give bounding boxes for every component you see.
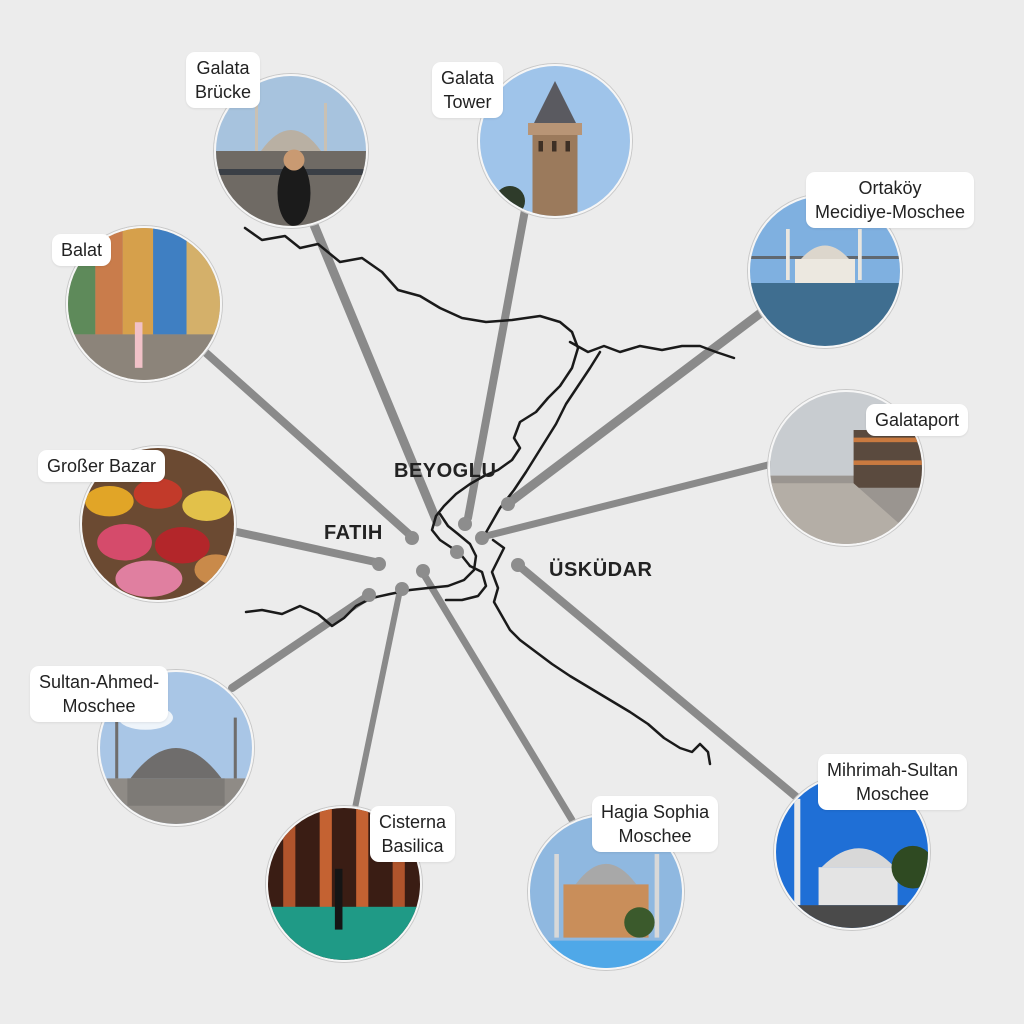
marker-ortakoey[interactable] — [501, 497, 515, 511]
district-fatih: FATIH — [324, 522, 383, 544]
label-hagia-sophia: Hagia Sophia Moschee — [592, 796, 719, 852]
connector-cisterna — [352, 587, 403, 811]
coastline-bosporus-inner — [482, 350, 602, 538]
marker-galata-bruecke[interactable] — [450, 545, 464, 559]
label-galataport: Galataport — [866, 404, 969, 436]
label-cisterna: Cisterna Basilica — [370, 806, 456, 862]
connector-galata-tower — [464, 206, 529, 522]
connector-mihrimah — [514, 561, 804, 804]
district-uskudar: ÜSKÜDAR — [549, 559, 653, 581]
label-galata-bruecke: Galata Brücke — [186, 52, 261, 108]
label-sultan-ahmed: Sultan-Ahmed- Moschee — [30, 666, 169, 722]
connector-sultan-ahmed — [228, 592, 372, 692]
coastline-bosporus-europe — [568, 340, 736, 360]
connector-galataport — [478, 460, 776, 541]
label-galata-tower: Galata Tower — [432, 62, 504, 118]
marker-cisterna[interactable] — [395, 582, 409, 596]
marker-sultan-ahmed[interactable] — [362, 588, 376, 602]
marker-galataport[interactable] — [475, 531, 489, 545]
label-grosser-bazar: Großer Bazar — [38, 450, 166, 482]
connector-balat — [201, 348, 414, 539]
coastline-golden-horn-south — [444, 564, 488, 602]
district-beyoglu: BEYOGLU — [394, 460, 497, 482]
marker-galata-tower[interactable] — [458, 517, 472, 531]
marker-mihrimah[interactable] — [511, 558, 525, 572]
coastline-asia — [490, 538, 712, 766]
photo-galata-tower[interactable] — [478, 64, 632, 218]
marker-balat[interactable] — [405, 531, 419, 545]
label-balat: Balat — [52, 234, 112, 266]
connector-galata-bruecke — [307, 215, 442, 527]
label-mihrimah: Mihrimah-Sultan Moschee — [818, 754, 968, 810]
marker-hagia-sophia[interactable] — [416, 564, 430, 578]
label-ortakoey: Ortaköy Mecidiye-Moschee — [806, 172, 975, 228]
connector-grosser-bazar — [224, 526, 384, 567]
coastline-golden-horn-north — [243, 226, 580, 568]
connector-hagia-sophia — [419, 569, 576, 824]
marker-grosser-bazar[interactable] — [372, 557, 386, 571]
connector-ortakoey — [505, 307, 767, 507]
